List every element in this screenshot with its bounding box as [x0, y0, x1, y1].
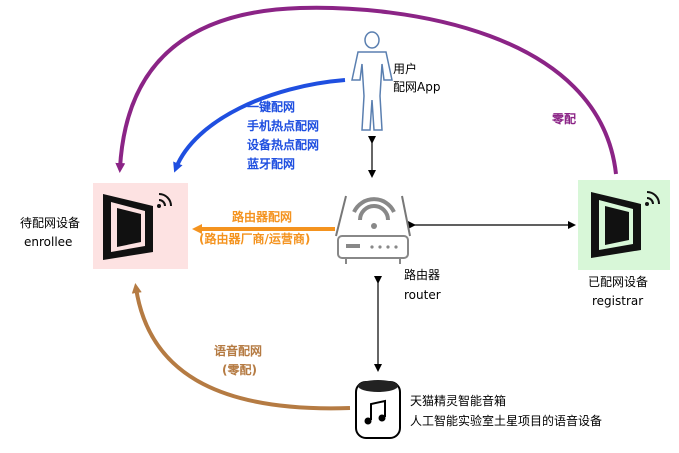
registrar-label: 已配网设备: [588, 275, 649, 289]
router-label: 路由器: [404, 268, 441, 282]
method-phone-hotspot: 手机热点配网: [247, 119, 320, 133]
user-label: 用户: [393, 62, 418, 76]
voice-config-sub-label: (零配): [222, 363, 257, 377]
method-device-hotspot: 设备热点配网: [247, 138, 320, 152]
router-config-sub-label: (路由器厂商/运营商): [199, 232, 311, 246]
router-icon: [335, 195, 411, 264]
method-bluetooth: 蓝牙配网: [247, 157, 296, 171]
router-en-label: router: [404, 288, 441, 302]
router-config-label: 路由器配网: [232, 210, 293, 224]
voice-config-label: 语音配网: [214, 344, 263, 358]
speaker-label: 天猫精灵智能音箱: [410, 394, 507, 408]
method-one-key: 一键配网: [247, 100, 296, 114]
app-config-arrow: [173, 78, 346, 173]
voice-config-arrow: [131, 283, 351, 411]
zero-config-arrow: [115, 5, 618, 175]
zero-config-label: 零配: [552, 112, 577, 126]
user-app-label: 配网App: [393, 80, 441, 94]
enrollee-label: 待配网设备: [20, 216, 81, 230]
wifi-device-icon: [591, 191, 660, 258]
music-note-icon: [355, 380, 401, 439]
enrollee-en-label: enrollee: [24, 235, 73, 249]
person-icon: [351, 31, 393, 131]
registrar-en-label: registrar: [592, 294, 644, 308]
speaker-desc-label: 人工智能实验室土星项目的语音设备: [410, 414, 603, 428]
wifi-device-icon: [103, 193, 172, 260]
